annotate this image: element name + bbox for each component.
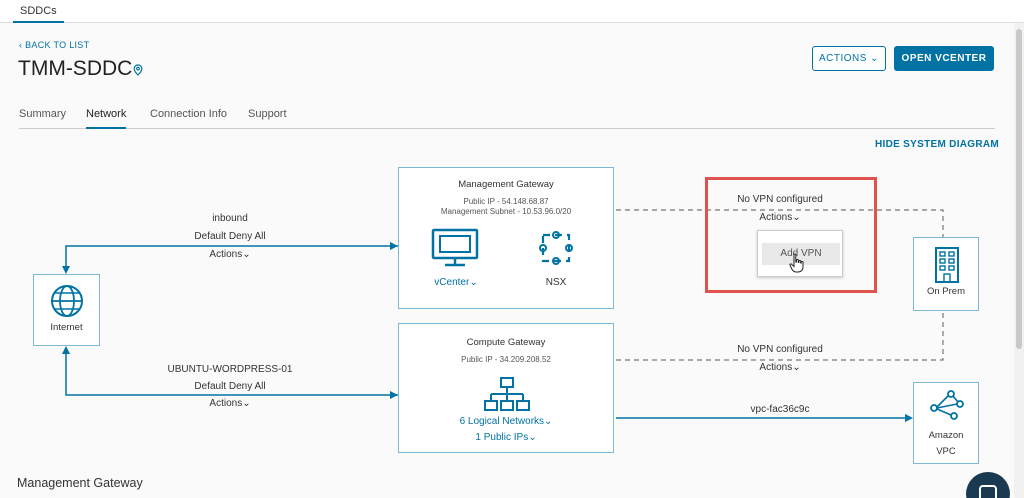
- top-bar: SDDCs: [0, 0, 1024, 23]
- compute-gateway-box: Compute Gateway Public IP - 34.209.208.5…: [398, 323, 614, 453]
- on-prem-node[interactable]: On Prem: [913, 237, 979, 311]
- vcenter-label: vCenter: [434, 277, 469, 288]
- amazon-vpc-label-line2: VPC: [914, 446, 978, 457]
- inbound-actions-label: Actions: [209, 249, 242, 260]
- chevron-down-icon: ⌄: [792, 362, 800, 373]
- vpc-network-icon: [929, 390, 965, 420]
- network-topology-icon: [484, 376, 530, 414]
- internet-node[interactable]: Internet: [33, 274, 100, 346]
- tab-network[interactable]: Network: [86, 108, 126, 129]
- tab-bar: Summary Network Connection Info Support: [19, 108, 995, 129]
- amazon-vpc-label-line1: Amazon: [914, 430, 978, 441]
- vpn-compute-status: No VPN configured: [710, 344, 850, 355]
- globe-icon: [49, 283, 85, 319]
- management-public-ip: Public IP - 54.148.68.87: [399, 197, 613, 206]
- tab-summary[interactable]: Summary: [19, 108, 66, 129]
- inbound-actions-link[interactable]: Actions⌄: [160, 249, 300, 260]
- building-icon: [934, 246, 960, 284]
- chevron-down-icon: ⌄: [867, 53, 879, 64]
- management-gateway-title: Management Gateway: [399, 179, 613, 190]
- chevron-down-icon: ⌄: [242, 249, 250, 260]
- chevron-down-icon: ⌄: [242, 398, 250, 409]
- vpn-compute-actions-link[interactable]: Actions⌄: [710, 362, 850, 373]
- compute-rule-name-label: UBUNTU-WORDPRESS-01: [150, 364, 310, 375]
- chat-icon: [979, 485, 997, 498]
- vertical-scrollbar[interactable]: [1014, 23, 1024, 498]
- vcenter-link[interactable]: vCenter⌄: [421, 277, 491, 288]
- nsx-label: NSX: [526, 277, 586, 288]
- compute-actions-link[interactable]: Actions⌄: [150, 398, 310, 409]
- nsx-icon: [537, 230, 575, 266]
- logical-networks-label: 6 Logical Networks: [460, 416, 544, 427]
- vpn-compute-actions-label: Actions: [759, 362, 792, 373]
- management-subnet: Management Subnet - 10.53.96.0/20: [399, 207, 613, 216]
- open-vcenter-button[interactable]: OPEN VCENTER: [894, 46, 994, 71]
- public-ips-label: 1 Public IPs: [475, 432, 528, 443]
- highlight-box: [705, 177, 877, 293]
- section-heading: Management Gateway: [17, 476, 143, 490]
- tab-support[interactable]: Support: [248, 108, 287, 129]
- actions-button[interactable]: ACTIONS ⌄: [812, 46, 886, 71]
- back-to-list-link[interactable]: ‹ BACK TO LIST: [19, 40, 89, 50]
- internet-label: Internet: [34, 322, 99, 333]
- hide-system-diagram-link[interactable]: HIDE SYSTEM DIAGRAM: [875, 139, 999, 150]
- chevron-down-icon: ⌄: [469, 277, 477, 288]
- compute-gateway-title: Compute Gateway: [399, 337, 613, 348]
- tab-connection-info[interactable]: Connection Info: [150, 108, 227, 129]
- chevron-down-icon: ⌄: [528, 432, 536, 443]
- public-ips-link[interactable]: 1 Public IPs⌄: [399, 432, 613, 443]
- back-to-list-label: BACK TO LIST: [25, 40, 89, 50]
- actions-button-label: ACTIONS: [819, 53, 867, 64]
- management-gateway-box: Management Gateway Public IP - 54.148.68…: [398, 167, 614, 309]
- chat-button[interactable]: [966, 472, 1010, 498]
- page-title: TMM-SDDC: [18, 57, 132, 81]
- location-pin-icon[interactable]: [133, 64, 143, 76]
- compute-rule-label: Default Deny All: [150, 381, 310, 392]
- compute-public-ip: Public IP - 34.209.208.52: [399, 355, 613, 364]
- logical-networks-link[interactable]: 6 Logical Networks⌄: [399, 416, 613, 427]
- vpc-link-label: vpc-fac36c9c: [720, 404, 840, 415]
- monitor-icon: [431, 228, 479, 268]
- inbound-label: inbound: [160, 213, 300, 224]
- chevron-down-icon: ⌄: [544, 416, 552, 427]
- amazon-vpc-node[interactable]: Amazon VPC: [913, 382, 979, 464]
- on-prem-label: On Prem: [914, 286, 978, 297]
- inbound-rule-label: Default Deny All: [160, 231, 300, 242]
- tab-sddcs[interactable]: SDDCs: [13, 0, 64, 23]
- compute-actions-label: Actions: [209, 398, 242, 409]
- scrollbar-thumb[interactable]: [1016, 29, 1022, 349]
